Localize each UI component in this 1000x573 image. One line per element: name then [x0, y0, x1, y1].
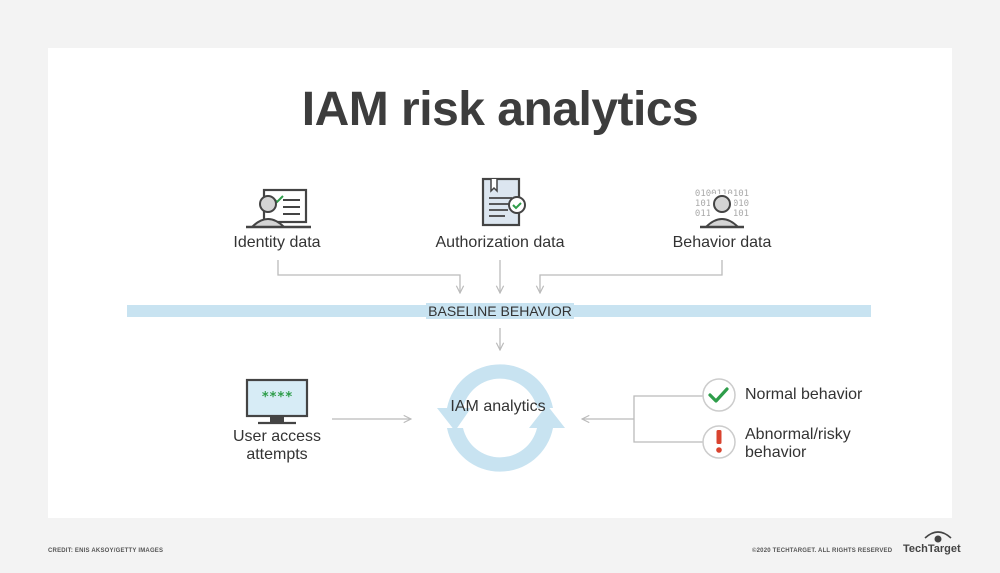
- techtarget-logo-icon: [924, 531, 952, 543]
- check-circle-icon: [702, 378, 736, 412]
- identity-label: Identity data: [233, 234, 321, 251]
- monitor-icon: ****: [245, 378, 309, 425]
- password-mask: ****: [261, 390, 292, 405]
- normal-behavior-label: Normal behavior: [745, 386, 863, 403]
- copyright-text: ©2020 TECHTARGET. ALL RIGHTS RESERVED: [752, 548, 893, 554]
- abnormal-behavior-label: Abnormal/risky behavior: [745, 426, 851, 461]
- cycle-arrows-icon: [437, 364, 565, 472]
- document-check-icon: [481, 177, 526, 227]
- user-access-label: User access attempts: [232, 428, 322, 463]
- credit-text: CREDIT: ENIS AKSOY/GETTY IMAGES: [48, 548, 164, 554]
- authorization-label: Authorization data: [435, 234, 565, 251]
- brand-name: TechTarget: [903, 543, 961, 555]
- iam-analytics-label: IAM analytics: [450, 398, 546, 415]
- identity-icon: [246, 188, 311, 229]
- alert-circle-icon: [702, 425, 736, 459]
- source-connectors: [277, 260, 723, 443]
- diagram-title: IAM risk analytics: [301, 83, 699, 136]
- baseline-label: BASELINE BEHAVIOR: [426, 303, 574, 319]
- behavior-label: Behavior data: [672, 234, 772, 251]
- behavior-data-icon: 0100110101 1011000010 0110010101: [695, 189, 749, 229]
